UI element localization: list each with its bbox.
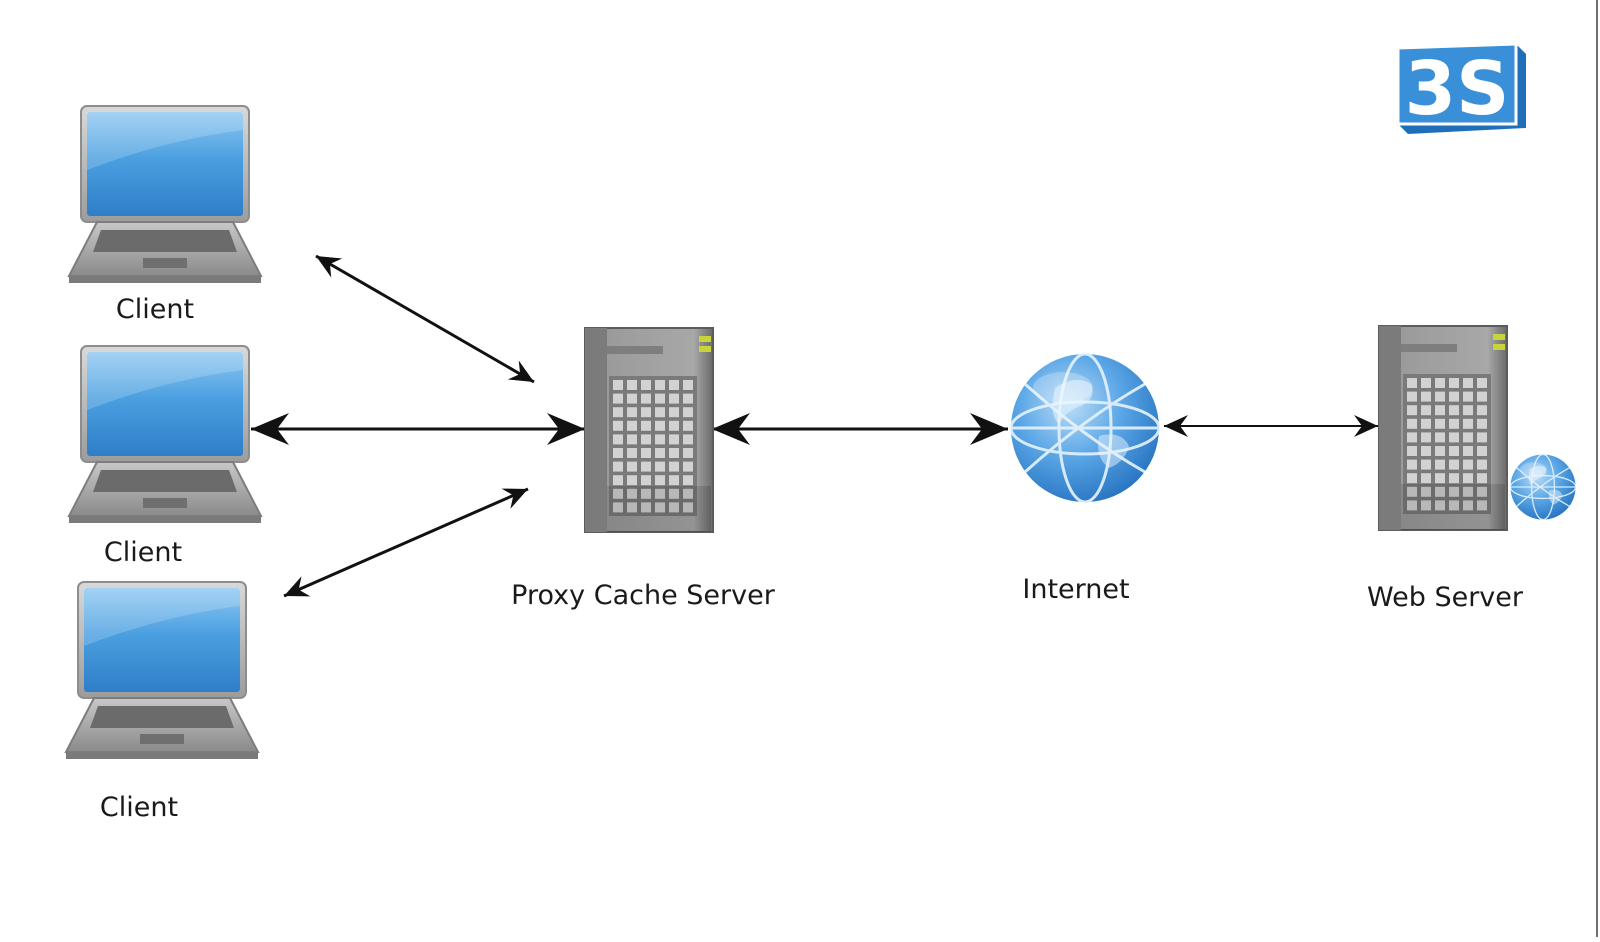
globe-icon [1009,352,1161,504]
node-client-3: Client [65,581,259,823]
3s-logo-icon: 3S [1396,42,1526,134]
arrowhead [279,576,311,607]
node-client-1: Client [68,105,262,325]
edge-internet-web [1164,415,1378,437]
node-client-2: Client [68,345,262,568]
node-label: Internet [1022,574,1129,605]
edge-proxy-internet [712,413,1008,445]
node-label: Proxy Cache Server [511,580,776,611]
arrowhead [501,478,533,509]
node-proxy: Proxy Cache Server [511,327,776,611]
server-tower-icon [1378,325,1508,531]
node-web: Web Server [1367,325,1524,613]
globe-icon [1509,453,1577,521]
node-label: Client [116,294,194,325]
right-border [1596,0,1598,937]
arrowhead [310,246,343,278]
arrowhead [507,360,540,392]
logo-text: 3S [1405,46,1510,132]
laptop-icon [68,105,262,284]
edge-client-1-proxy [310,246,540,392]
laptop-icon [68,345,262,524]
node-internet: Internet [1009,352,1161,605]
node-label: Client [100,792,178,823]
edge-client-3-proxy [279,478,533,607]
laptop-icon [65,581,259,760]
node-label: Web Server [1367,582,1524,613]
edges [251,246,1378,607]
edge-client-2-proxy [251,413,585,445]
node-label: Client [104,537,182,568]
server-tower-icon [584,327,714,533]
